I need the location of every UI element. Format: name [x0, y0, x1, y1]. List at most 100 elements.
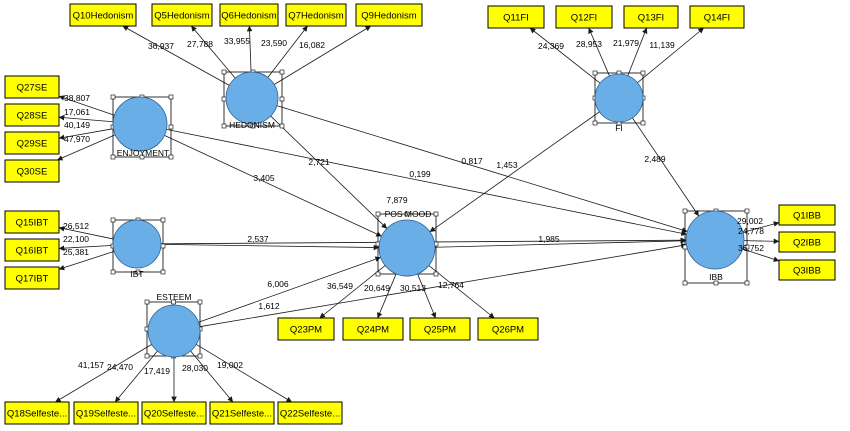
path-arrow-enj-pm[interactable] — [164, 135, 382, 237]
loading-arrow-ibb-q1[interactable] — [742, 221, 780, 233]
resize-handle-ibb-7[interactable] — [744, 280, 750, 286]
loading-arrow-fi-q13[interactable] — [627, 27, 648, 76]
indicator-box-q17[interactable] — [4, 266, 60, 290]
resize-handle-enj-0[interactable] — [110, 94, 116, 100]
resize-handle-pm-1[interactable] — [404, 211, 410, 217]
resize-handle-fi-7[interactable] — [640, 120, 646, 126]
indicator-box-q9[interactable] — [355, 3, 423, 27]
latent-fi[interactable]: FI — [592, 70, 646, 133]
indicator-box-q22[interactable] — [277, 401, 343, 425]
indicator-box-q25[interactable] — [409, 317, 471, 341]
resize-handle-est-1[interactable] — [171, 299, 176, 305]
resize-handle-hed-5[interactable] — [221, 123, 227, 129]
resize-handle-fi-5[interactable] — [592, 120, 598, 126]
latent-ibb[interactable]: IBB — [682, 208, 750, 286]
indicator-box-q2[interactable] — [778, 231, 836, 253]
latent-circle-est[interactable] — [147, 304, 201, 358]
indicator-box-q27[interactable] — [4, 75, 60, 99]
resize-handle-hed-2[interactable] — [279, 69, 285, 75]
loading-arrow-ibt-q17[interactable] — [58, 251, 115, 271]
latent-circle-ibb[interactable] — [685, 210, 745, 270]
resize-handle-hed-4[interactable] — [279, 96, 285, 102]
loading-arrow-hed-q6[interactable] — [246, 25, 253, 73]
indicator-box-q29[interactable] — [4, 131, 60, 155]
indicator-q18[interactable]: Q18Selfeste... — [4, 401, 70, 425]
indicator-box-q10[interactable] — [69, 3, 137, 27]
indicator-q27[interactable]: Q27SE — [4, 75, 60, 99]
indicator-q1[interactable]: Q1IBB — [778, 204, 836, 226]
indicator-box-q7[interactable] — [285, 3, 347, 27]
indicator-box-q13[interactable] — [623, 5, 679, 29]
indicator-q29[interactable]: Q29SE — [4, 131, 60, 155]
resize-handle-ibb-4[interactable] — [744, 244, 750, 250]
indicator-q25[interactable]: Q25PM — [409, 317, 471, 341]
indicator-box-q20[interactable] — [141, 401, 207, 425]
path-arrow-est-ibb[interactable] — [199, 242, 687, 328]
loading-arrow-est-q21[interactable] — [190, 350, 234, 403]
resize-handle-hed-3[interactable] — [221, 96, 227, 102]
path-arrow-hed-ibb[interactable] — [276, 105, 688, 233]
indicator-box-q16[interactable] — [4, 238, 60, 262]
indicator-q9[interactable]: Q9Hedonism — [355, 3, 423, 27]
indicator-box-q26[interactable] — [477, 317, 539, 341]
indicator-box-q15[interactable] — [4, 210, 60, 234]
indicator-q13[interactable]: Q13FI — [623, 5, 679, 29]
resize-handle-pm-5[interactable] — [375, 271, 381, 277]
indicator-box-q14[interactable] — [689, 5, 745, 29]
indicator-box-q30[interactable] — [4, 159, 60, 183]
indicator-box-q28[interactable] — [4, 103, 60, 127]
latent-circle-hed[interactable] — [225, 71, 279, 125]
resize-handle-ibt-2[interactable] — [160, 217, 166, 223]
indicator-q17[interactable]: Q17IBT — [4, 266, 60, 290]
loading-arrow-hed-q7[interactable] — [267, 25, 308, 78]
resize-handle-ibt-0[interactable] — [110, 217, 116, 223]
loading-arrow-ibt-q15[interactable] — [58, 226, 114, 240]
loading-arrow-pm-q26[interactable] — [428, 265, 495, 319]
indicator-q26[interactable]: Q26PM — [477, 317, 539, 341]
indicator-box-q1[interactable] — [778, 204, 836, 226]
loading-arrow-fi-q11[interactable] — [529, 27, 601, 84]
path-arrow-hed-pm[interactable] — [270, 115, 388, 229]
loading-arrow-est-q18[interactable] — [55, 344, 152, 403]
loading-arrow-enj-q29[interactable] — [58, 128, 114, 141]
resize-handle-hed-0[interactable] — [221, 69, 227, 75]
indicator-q19[interactable]: Q19Selfeste... — [73, 401, 139, 425]
indicator-box-q6[interactable] — [219, 3, 279, 27]
latent-ibt[interactable]: IBT — [110, 217, 166, 279]
latent-enj[interactable]: ENJOYMENT — [110, 94, 174, 160]
path-arrow-est-pm[interactable] — [198, 256, 381, 323]
loading-arrow-pm-q25[interactable] — [417, 273, 437, 319]
resize-handle-ibb-0[interactable] — [682, 208, 688, 214]
resize-handle-enj-2[interactable] — [168, 94, 174, 100]
indicator-box-q21[interactable] — [209, 401, 275, 425]
latent-pm[interactable]: POS MOOD — [375, 209, 439, 277]
resize-handle-enj-4[interactable] — [168, 124, 174, 130]
resize-handle-ibb-5[interactable] — [682, 280, 688, 286]
loading-arrow-ibb-q2[interactable] — [743, 238, 780, 245]
indicator-box-q23[interactable] — [277, 317, 335, 341]
indicator-q22[interactable]: Q22Selfeste... — [277, 401, 343, 425]
indicator-q12[interactable]: Q12FI — [555, 5, 613, 29]
latent-circle-ibt[interactable] — [112, 219, 162, 269]
resize-handle-est-7[interactable] — [197, 353, 203, 359]
loading-arrow-enj-q30[interactable] — [57, 134, 116, 161]
indicator-q24[interactable]: Q24PM — [342, 317, 404, 341]
indicator-box-q19[interactable] — [73, 401, 139, 425]
loading-arrow-est-q19[interactable] — [114, 350, 158, 403]
indicator-q2[interactable]: Q2IBB — [778, 231, 836, 253]
loading-arrow-ibb-q3[interactable] — [742, 248, 780, 262]
loading-arrow-fi-q14[interactable] — [637, 27, 704, 84]
loading-arrow-enj-q28[interactable] — [58, 114, 114, 123]
indicator-box-q5[interactable] — [151, 3, 213, 27]
loading-arrow-est-q22[interactable] — [196, 344, 292, 403]
resize-handle-ibt-7[interactable] — [160, 269, 166, 275]
indicator-q14[interactable]: Q14FI — [689, 5, 745, 29]
loading-arrow-ibt-q16[interactable] — [58, 244, 114, 251]
path-arrow-ibt-pm[interactable] — [160, 243, 380, 251]
latent-circle-pm[interactable] — [378, 219, 436, 277]
indicator-q10[interactable]: Q10Hedonism — [69, 3, 137, 27]
resize-handle-enj-5[interactable] — [110, 154, 116, 160]
indicator-q3[interactable]: Q3IBB — [778, 259, 836, 281]
indicator-q6[interactable]: Q6Hedonism — [219, 3, 279, 27]
resize-handle-est-5[interactable] — [144, 353, 150, 359]
